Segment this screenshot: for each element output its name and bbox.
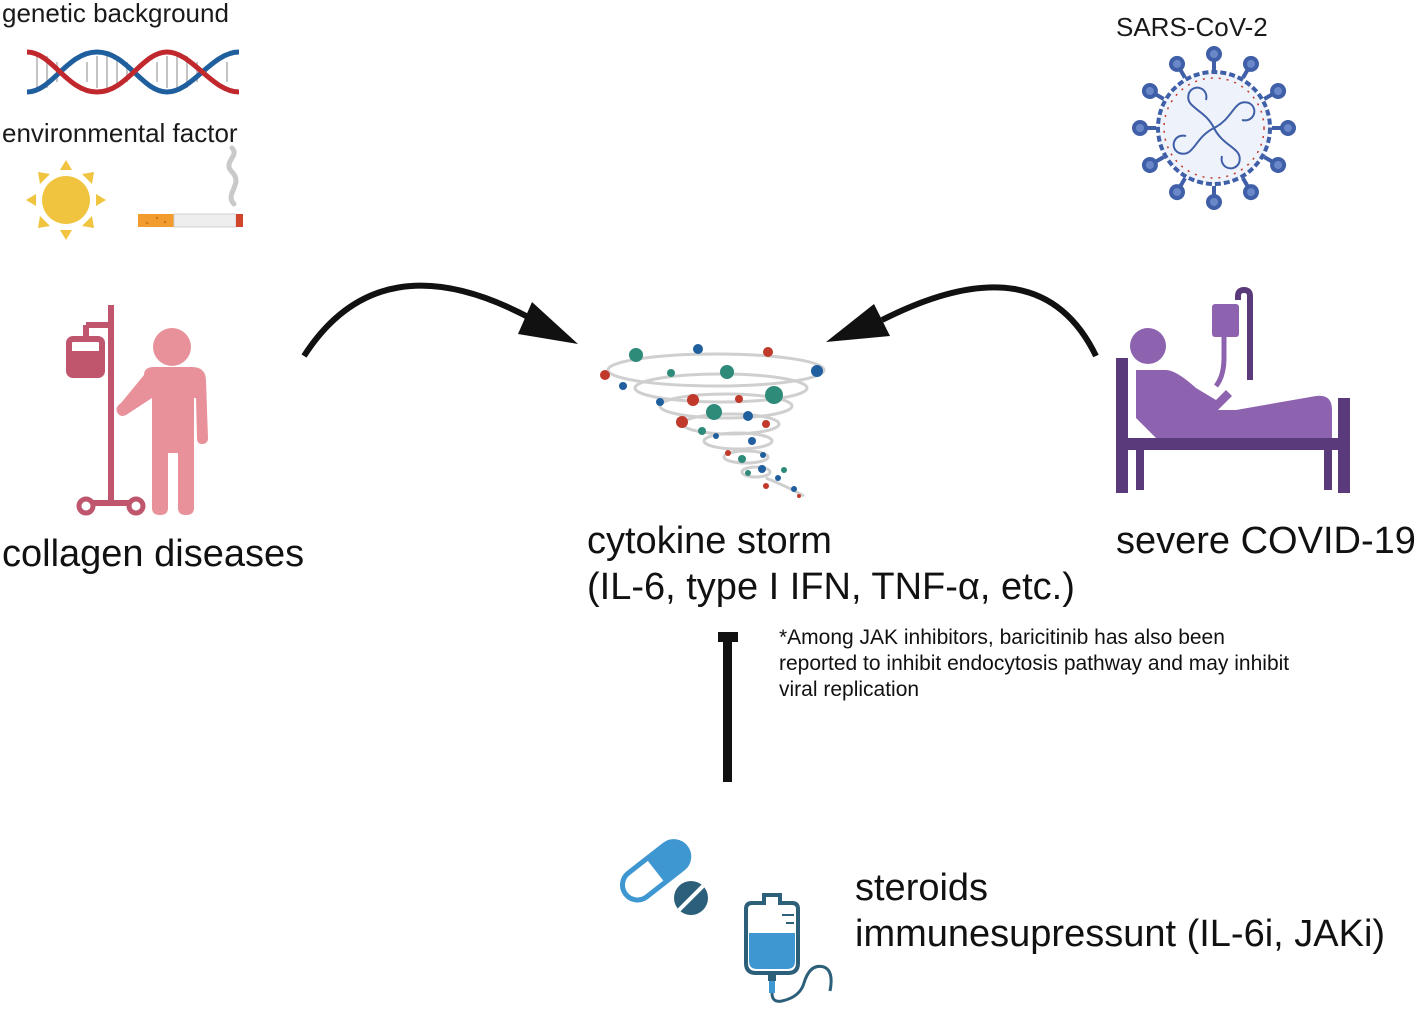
treatment-immunosuppressant-label: immunesupressunt (IL-6i, JAKi) xyxy=(855,913,1386,955)
treatment-steroids-label: steroids xyxy=(855,867,989,909)
patient-with-iv-icon xyxy=(66,305,208,516)
collagen-diseases-label: collagen diseases xyxy=(2,533,305,575)
severe-covid-label: severe COVID-19 xyxy=(1116,520,1416,562)
cytokine-storm-subtitle: (IL-6, type I IFN, TNF-α, etc.) xyxy=(587,566,1075,608)
footnote-line-1: *Among JAK inhibitors, baricitinib has a… xyxy=(779,626,1225,649)
footnote-line-3: viral replication xyxy=(779,678,920,701)
cytokine-storm-title: cytokine storm xyxy=(587,520,832,562)
dna-helix-icon xyxy=(26,49,240,95)
iv-bag-icon xyxy=(744,893,833,1003)
virus-icon xyxy=(1132,46,1296,210)
footnote-line-2: reported to inhibit endocytosis pathway … xyxy=(779,652,1290,675)
arrow-right-to-storm xyxy=(826,284,1099,358)
cytokine-storm-icon xyxy=(600,344,826,498)
environmental-factor-label: environmental factor xyxy=(2,118,238,148)
arrow-left-to-storm xyxy=(301,282,578,358)
sars-cov-2-label: SARS-CoV-2 xyxy=(1116,12,1268,42)
capsule-pill-icon xyxy=(619,839,708,915)
sun-icon xyxy=(26,160,106,240)
cigarette-icon xyxy=(138,145,243,228)
patient-in-bed-icon xyxy=(1116,286,1350,493)
inhibition-bar xyxy=(718,632,738,782)
genetic-background-label: genetic background xyxy=(2,0,229,28)
